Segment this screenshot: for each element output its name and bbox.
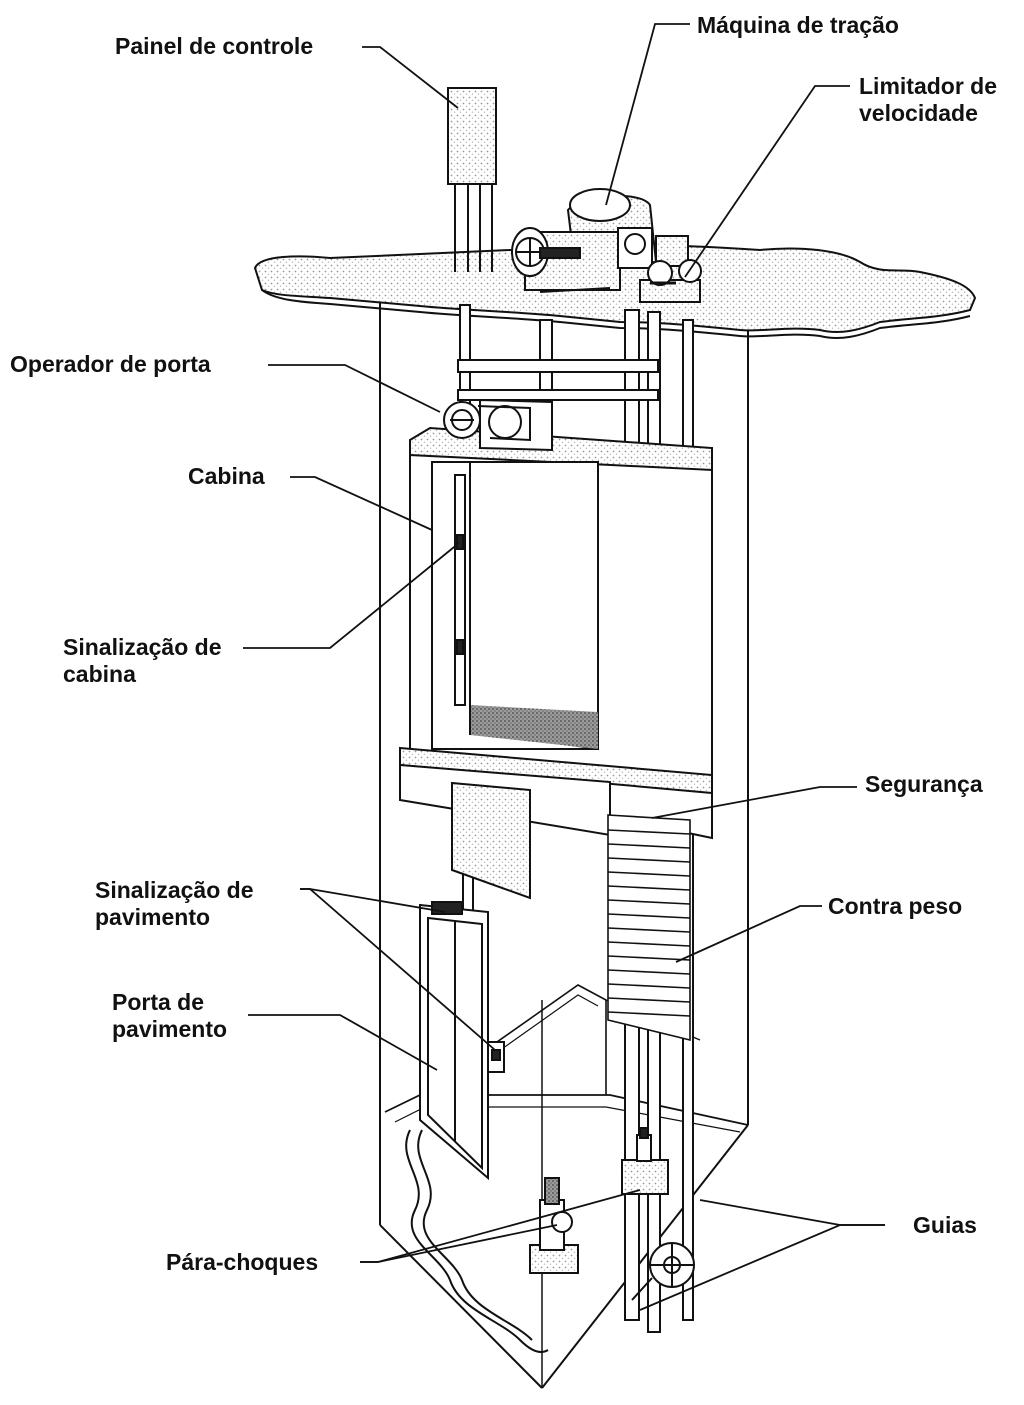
counterweight (607, 814, 691, 1042)
leader-maquina (605, 23, 690, 206)
car-frame (457, 359, 659, 401)
leader-cabina (290, 476, 433, 531)
label-sinalizacao-de-pavimento: Sinalização de pavimento (95, 877, 254, 930)
tension-sheave (631, 1242, 695, 1301)
label-seguranca: Segurança (865, 771, 983, 797)
leader-guias-2 (639, 1224, 885, 1311)
counterweight-slat (607, 913, 691, 919)
counterweight-slat (607, 983, 691, 989)
label-para-choques: Pára-choques (166, 1249, 319, 1275)
landing-door (419, 901, 505, 1181)
counterweight-slat (607, 941, 691, 947)
counterweight-slat (607, 1011, 691, 1017)
label-guias: Guias (913, 1212, 977, 1238)
counterweight-slat (607, 843, 691, 849)
leader-limitador (684, 85, 850, 278)
counterweight-slat (607, 899, 691, 905)
counterweight-slat (607, 969, 691, 975)
counterweight-slat (607, 997, 691, 1003)
counterweight-slat (607, 857, 691, 863)
leader-painel (362, 46, 459, 109)
counterweight-slat (607, 885, 691, 891)
leader-sinal-pav-2 (300, 888, 496, 1051)
leader-lines (243, 23, 885, 1311)
traction-machine (511, 188, 689, 293)
door-operator (443, 398, 553, 452)
leader-sinal-pav-1 (300, 888, 446, 913)
label-limitador-de-velocidade: Limitador de velocidade (859, 73, 998, 126)
leader-operador (268, 364, 441, 413)
counterweight-slat (607, 927, 691, 933)
leader-sinal-cabina (243, 542, 460, 649)
leader-guias-1 (699, 1199, 885, 1226)
label-maquina-de-tracao: Máquina de tração (697, 12, 899, 38)
label-porta-de-pavimento: Porta de pavimento (112, 989, 228, 1042)
leader-porta (248, 1014, 438, 1071)
counterweight-slat (607, 955, 691, 961)
leader-para-1 (360, 1224, 558, 1263)
elevator-car (399, 426, 713, 900)
leader-para-2 (360, 1189, 641, 1263)
control-panel (447, 87, 497, 272)
label-painel-de-controle: Painel de controle (115, 33, 314, 59)
leader-seguranca (651, 786, 857, 819)
label-sinalizacao-de-cabina: Sinalização de cabina (63, 634, 222, 687)
shaft-walls (379, 300, 749, 1389)
label-operador-de-porta: Operador de porta (10, 351, 211, 377)
buffers (529, 1127, 669, 1274)
counterweight-slat (607, 871, 691, 877)
counterweight-slat (607, 829, 691, 835)
label-cabina: Cabina (188, 463, 265, 489)
leader-contra-peso (675, 905, 822, 963)
label-contra-peso: Contra peso (828, 893, 963, 919)
